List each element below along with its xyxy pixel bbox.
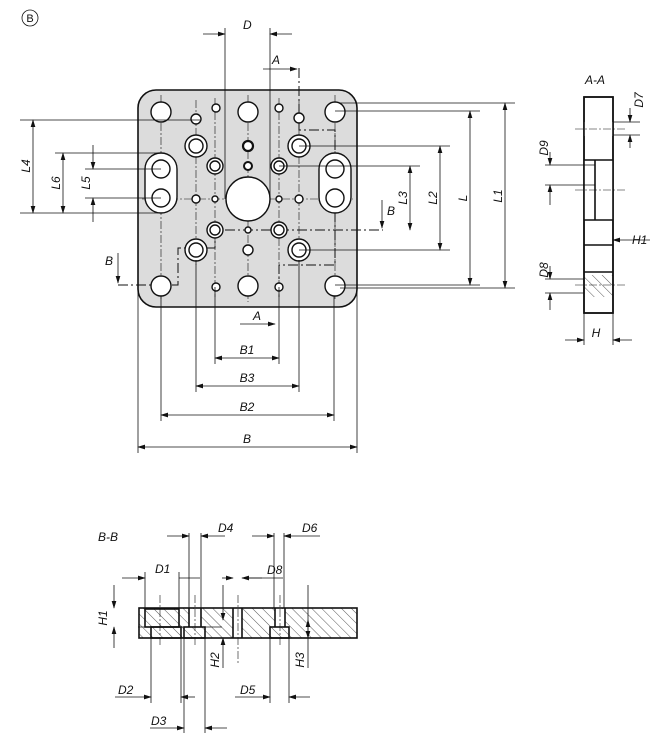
section-b-b: B-B D4 D6 (96, 521, 358, 733)
dim-label-d3: D3 (151, 714, 167, 728)
section-title-bb: B-B (98, 530, 118, 544)
dim-label-d1: D1 (155, 562, 170, 576)
dim-label-h1-aa: H1 (632, 233, 647, 247)
section-label-a-top: A (271, 53, 280, 67)
holes (144, 101, 352, 297)
section-a-a: A-A D7 D9 H1 D8 H (537, 73, 650, 345)
dim-label-l1: L1 (491, 189, 505, 202)
dim-label-d4: D4 (218, 521, 234, 535)
section-label-b-left: B (105, 254, 113, 268)
dim-label-l6: L6 (49, 176, 63, 190)
dim-label-d9: D9 (537, 140, 551, 156)
dim-label-l: L (456, 195, 470, 202)
dim-label-h2: H2 (208, 652, 222, 668)
dim-label-b3: B3 (240, 371, 255, 385)
dim-label-b1: B1 (240, 343, 255, 357)
dim-label-h: H (592, 326, 601, 340)
top-view: D A A B B L4 L6 L5 L3 L2 L L1 B1 B3 B2 B (19, 18, 515, 453)
dim-label-l4: L4 (19, 159, 33, 173)
section-label-b-right: B (387, 204, 395, 218)
dim-label-l3: L3 (396, 191, 410, 205)
dim-label-d7: D7 (632, 91, 646, 108)
view-marker-b: B (21, 9, 39, 27)
dim-label-d8-aa: D8 (537, 262, 551, 278)
dim-label-d: D (243, 18, 252, 32)
section-label-a-bottom: A (252, 309, 261, 323)
dim-label-h3: H3 (293, 652, 307, 668)
dim-label-l5: L5 (79, 176, 93, 190)
dim-label-h1-bb: H1 (96, 610, 110, 625)
dim-label-d5: D5 (240, 683, 256, 697)
section-title-aa: A-A (584, 73, 605, 87)
dim-label-d6: D6 (302, 521, 318, 535)
dim-label-d8-bb: D8 (267, 563, 283, 577)
dim-label-d2: D2 (118, 683, 134, 697)
dim-label-l2: L2 (426, 191, 440, 205)
dim-label-b2: B2 (240, 400, 255, 414)
svg-text:B: B (26, 13, 33, 25)
dim-label-b: B (243, 432, 251, 446)
dimension-lines (20, 28, 515, 453)
